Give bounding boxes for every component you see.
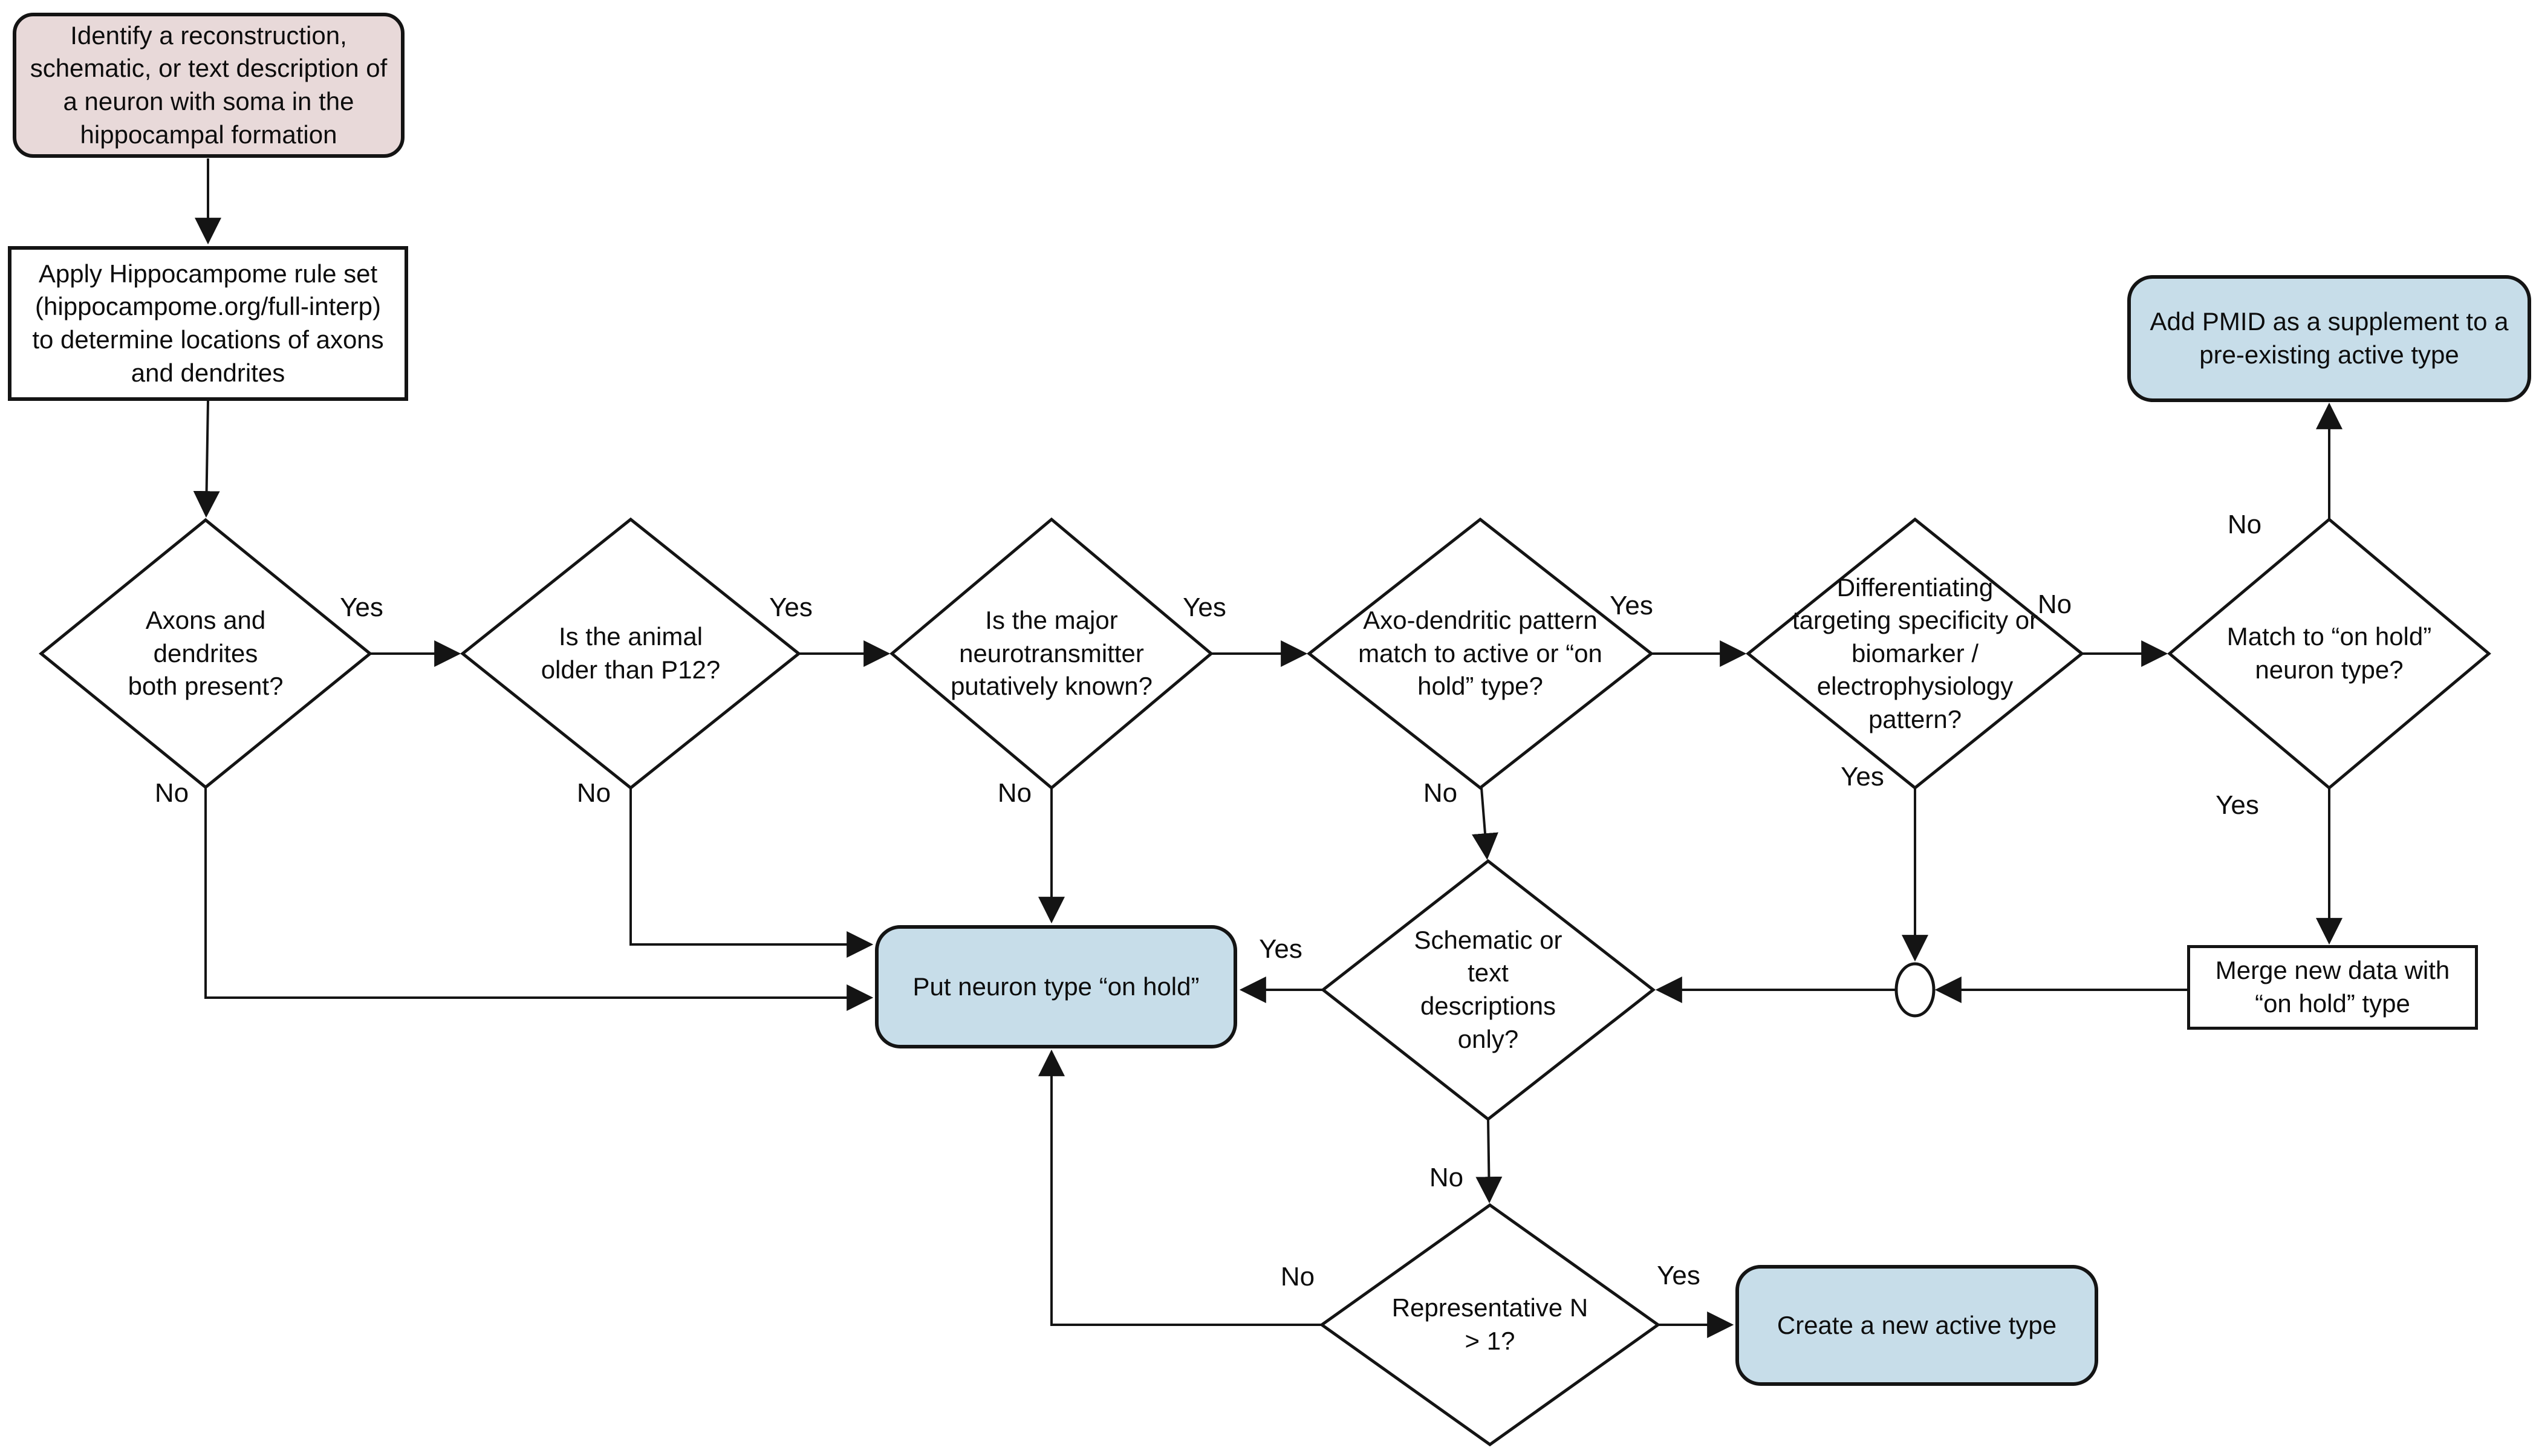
- edge-axodendritic-no: [1472, 787, 1498, 860]
- create-new-type-box: Create a new active type: [1735, 1265, 2098, 1386]
- diamond-axons-dendrites: [39, 518, 372, 790]
- diamond-neurotransmitter: [889, 517, 1214, 790]
- edge-axons-no: [204, 787, 874, 1011]
- start-node: Identify a reconstruction, schematic, or…: [13, 13, 405, 158]
- edge-age-no: [629, 788, 874, 958]
- label-match-no: No: [2227, 510, 2262, 539]
- diamond-representative: [1319, 1203, 1661, 1447]
- label-differentiating-yes: Yes: [1841, 762, 1884, 791]
- merge-data-label: Merge new data with “on hold” type: [2215, 956, 2450, 1018]
- create-new-type-label: Create a new active type: [1777, 1310, 2057, 1339]
- put-on-hold-box: Put neuron type “on hold”: [875, 925, 1237, 1048]
- label-neurotransmitter-no: No: [997, 778, 1032, 808]
- apply-rules-label: Apply Hippocampome rule set (hippocampom…: [32, 259, 384, 387]
- merge-data-box: Merge new data with “on hold” type: [2187, 945, 2478, 1030]
- diamond-animal-age: [460, 517, 802, 790]
- label-schematic-yes: Yes: [1259, 934, 1302, 964]
- diamond-axo-dendritic: [1306, 517, 1654, 790]
- label-age-yes: Yes: [769, 593, 813, 622]
- label-differentiating-no: No: [2037, 590, 2072, 619]
- edge-apply-to-axons: [193, 400, 220, 518]
- diamond-schematic-only: [1320, 859, 1656, 1122]
- label-age-no: No: [576, 778, 611, 808]
- put-on-hold-label: Put neuron type “on hold”: [912, 972, 1200, 1001]
- label-schematic-no: No: [1429, 1163, 1464, 1192]
- start-node-label: Identify a reconstruction, schematic, or…: [30, 21, 388, 149]
- label-axodendritic-yes: Yes: [1610, 591, 1653, 620]
- edge-representative-no: [1038, 1049, 1322, 1326]
- label-axons-yes: Yes: [340, 593, 383, 622]
- diamond-differentiating: [1746, 517, 2084, 790]
- label-match-yes: Yes: [2216, 790, 2259, 820]
- label-axodendritic-no: No: [1423, 778, 1458, 808]
- add-pmid-box: Add PMID as a supplement to a pre-existi…: [2127, 275, 2531, 402]
- edge-schematic-no: [1475, 1119, 1503, 1204]
- label-axons-no: No: [154, 778, 189, 808]
- diamond-match-on-hold: [2167, 517, 2491, 790]
- apply-rules-box: Apply Hippocampome rule set (hippocampom…: [8, 246, 408, 401]
- label-neurotransmitter-yes: Yes: [1183, 593, 1226, 622]
- junction-connector-circle: [1894, 962, 1936, 1018]
- label-representative-yes: Yes: [1657, 1261, 1700, 1290]
- label-representative-no: No: [1280, 1262, 1315, 1292]
- add-pmid-label: Add PMID as a supplement to a pre-existi…: [2150, 307, 2509, 369]
